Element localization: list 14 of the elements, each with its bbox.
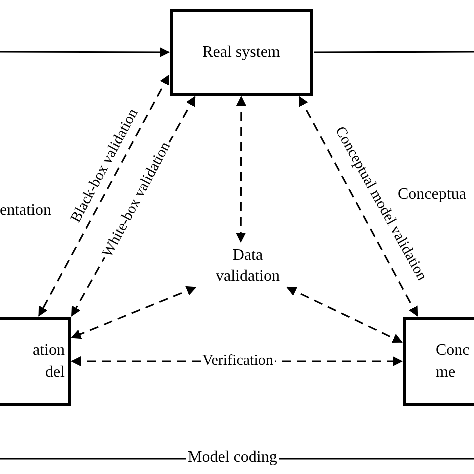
node-text: Data validation [215, 246, 281, 287]
process-box [0, 317, 71, 406]
process-box [170, 9, 313, 96]
dashed-arrow [71, 286, 197, 340]
dashed-arrow [38, 74, 170, 317]
dashed-arrow [286, 286, 403, 344]
dashed-arrow [298, 96, 418, 317]
text-label: entation [0, 201, 52, 221]
node-text: Conc me [436, 340, 471, 382]
process-box [403, 317, 474, 406]
node-text: Real system [202, 42, 280, 62]
dashed-arrow [236, 96, 246, 243]
arrow [0, 47, 170, 58]
node-text: ation del [32, 340, 65, 382]
